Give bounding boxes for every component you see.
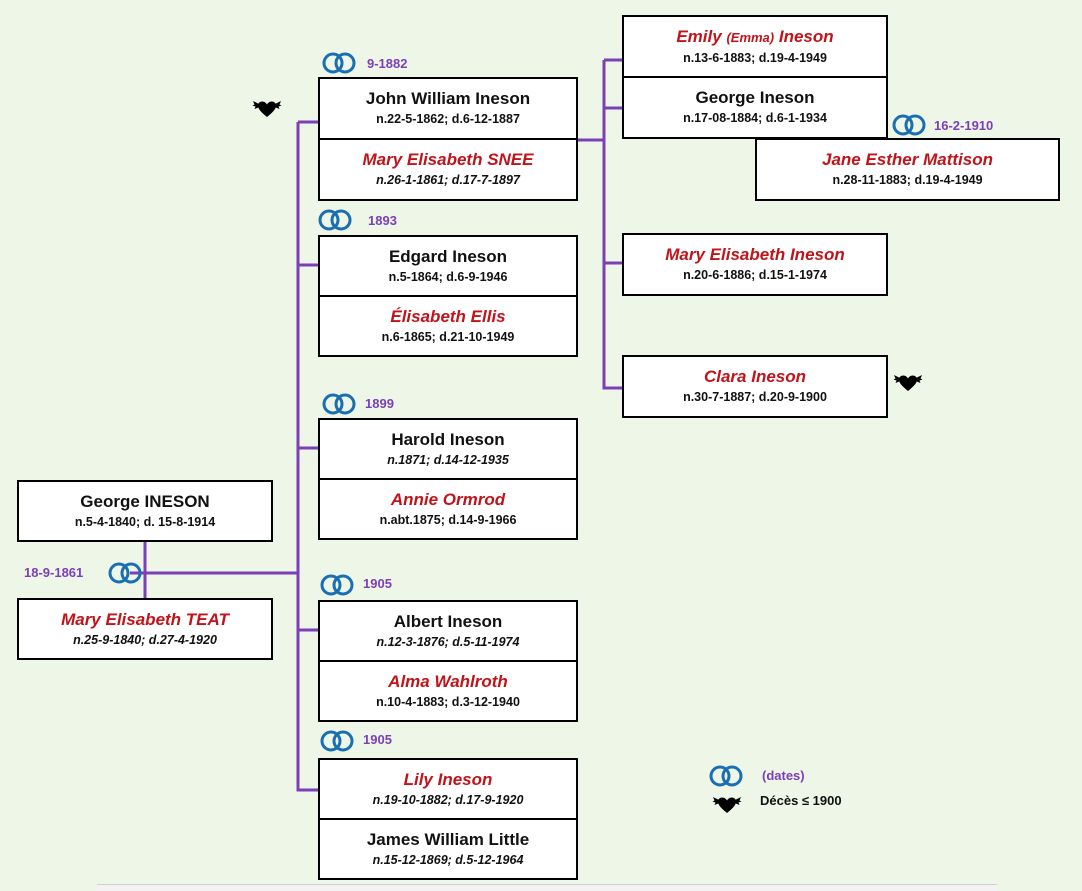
person-dates: n.1871; d.14-12-1935 [387,452,509,467]
marriage-date: 1899 [365,396,394,411]
person-name: Alma Wahlroth [388,671,508,691]
marriage-date: 1905 [363,732,392,747]
marriage-date: 9-1882 [367,56,408,71]
patriarch-husband-box: George INESON n.5-4-1840; d. 15-8-1914 [17,480,273,542]
name-nickname: (Emma) [726,29,775,45]
wedding-rings-icon [320,574,354,596]
person-name: George Ineson [695,88,815,107]
person-dates: n.15-12-1869; d.5-12-1964 [372,852,524,867]
person-name: Annie Ormrod [390,489,506,509]
person-dates: n.12-3-1876; d.5-11-1974 [376,634,520,649]
legend-death-label: Décès ≤ 1900 [760,793,842,808]
wedding-rings-icon [318,209,352,231]
grandchild-box: Clara Ineson n.30-7-1887; d.20-9-1900 [622,355,888,418]
child-box: Edgard Ineson n.5-1864; d.6-9-1946 [318,235,578,297]
person-dates: n.5-4-1840; d. 15-8-1914 [74,514,216,529]
grandchild-box: Mary Elisabeth Ineson n.20-6-1886; d.15-… [622,233,888,296]
wedding-rings-icon [892,114,926,136]
name-first: Emily [676,26,722,46]
person-dates: n.6-1865; d.21-10-1949 [381,329,515,344]
marriage-date: 1893 [368,213,397,228]
person-dates: n.26-1-1861; d.17-7-1897 [376,173,520,187]
marriage-date: 16-2-1910 [934,118,994,133]
person-name: Mary Elisabeth Ineson [665,245,845,264]
person-dates: n.abt.1875; d.14-9-1966 [379,512,517,527]
black-heart-wings-icon [893,375,923,391]
legend-marriage-label: (dates) [762,768,805,783]
person-name: Emily (Emma) Ineson [676,27,833,48]
person-dates: n.17-08-1884; d.6-1-1934 [683,111,827,125]
name-last: Ineson [778,26,834,46]
spouse-box: Jane Esther Mattison n.28-11-1883; d.19-… [755,138,1060,201]
wedding-rings-icon [322,393,356,415]
person-dates: n.28-11-1883; d.19-4-1949 [832,173,983,187]
person-dates: n.25-9-1840; d.27-4-1920 [73,632,217,647]
person-dates: n.13-6-1883; d.19-4-1949 [683,50,827,65]
person-dates: n.19-10-1882; d.17-9-1920 [372,792,524,807]
legend-black-heart-wings-icon [712,797,742,813]
grandchild-box: George Ineson n.17-08-1884; d.6-1-1934 [622,76,888,139]
person-name: Edgard Ineson [388,246,508,266]
person-name: Jane Esther Mattison [822,150,993,169]
patriarch-wife-box: Mary Elisabeth TEAT n.25-9-1840; d.27-4-… [17,598,273,660]
grandchild-box: Emily (Emma) Ineson n.13-6-1883; d.19-4-… [622,15,888,78]
person-name: Mary Elisabeth SNEE [362,150,534,169]
person-name: James William Little [366,829,530,849]
spouse-box: Élisabeth Ellis n.6-1865; d.21-10-1949 [318,295,578,357]
marriage-date: 18-9-1861 [24,565,84,580]
legend-wedding-rings-icon [709,765,743,787]
child-box: Lily Ineson n.19-10-1882; d.17-9-1920 [318,758,578,820]
person-name: Albert Ineson [393,611,503,631]
person-dates: n.10-4-1883; d.3-12-1940 [376,694,520,709]
person-name: Lily Ineson [403,769,493,789]
spouse-box: Annie Ormrod n.abt.1875; d.14-9-1966 [318,478,578,540]
black-heart-wings-icon [252,101,282,117]
child-box: Albert Ineson n.12-3-1876; d.5-11-1974 [318,600,578,662]
wedding-rings-icon [320,730,354,752]
person-name: John William Ineson [365,89,531,108]
person-dates: n.22-5-1862; d.6-12-1887 [376,112,520,126]
child-box: Harold Ineson n.1871; d.14-12-1935 [318,418,578,480]
person-dates: n.5-1864; d.6-9-1946 [388,269,508,284]
person-name: Élisabeth Ellis [390,306,506,326]
marriage-date: 1905 [363,576,392,591]
person-name: Clara Ineson [703,367,807,386]
person-name: Harold Ineson [391,429,505,449]
spouse-box: Alma Wahlroth n.10-4-1883; d.3-12-1940 [318,660,578,722]
person-name: George INESON [80,491,210,511]
wedding-rings-icon [108,562,142,584]
person-name: Mary Elisabeth TEAT [61,609,229,629]
child-box: John William Ineson n.22-5-1862; d.6-12-… [318,77,578,140]
spouse-box: James William Little n.15-12-1869; d.5-1… [318,818,578,880]
wedding-rings-icon [322,52,356,74]
bottom-divider [97,884,997,891]
spouse-box: Mary Elisabeth SNEE n.26-1-1861; d.17-7-… [318,138,578,201]
person-dates: n.30-7-1887; d.20-9-1900 [683,390,827,404]
person-dates: n.20-6-1886; d.15-1-1974 [683,268,827,282]
